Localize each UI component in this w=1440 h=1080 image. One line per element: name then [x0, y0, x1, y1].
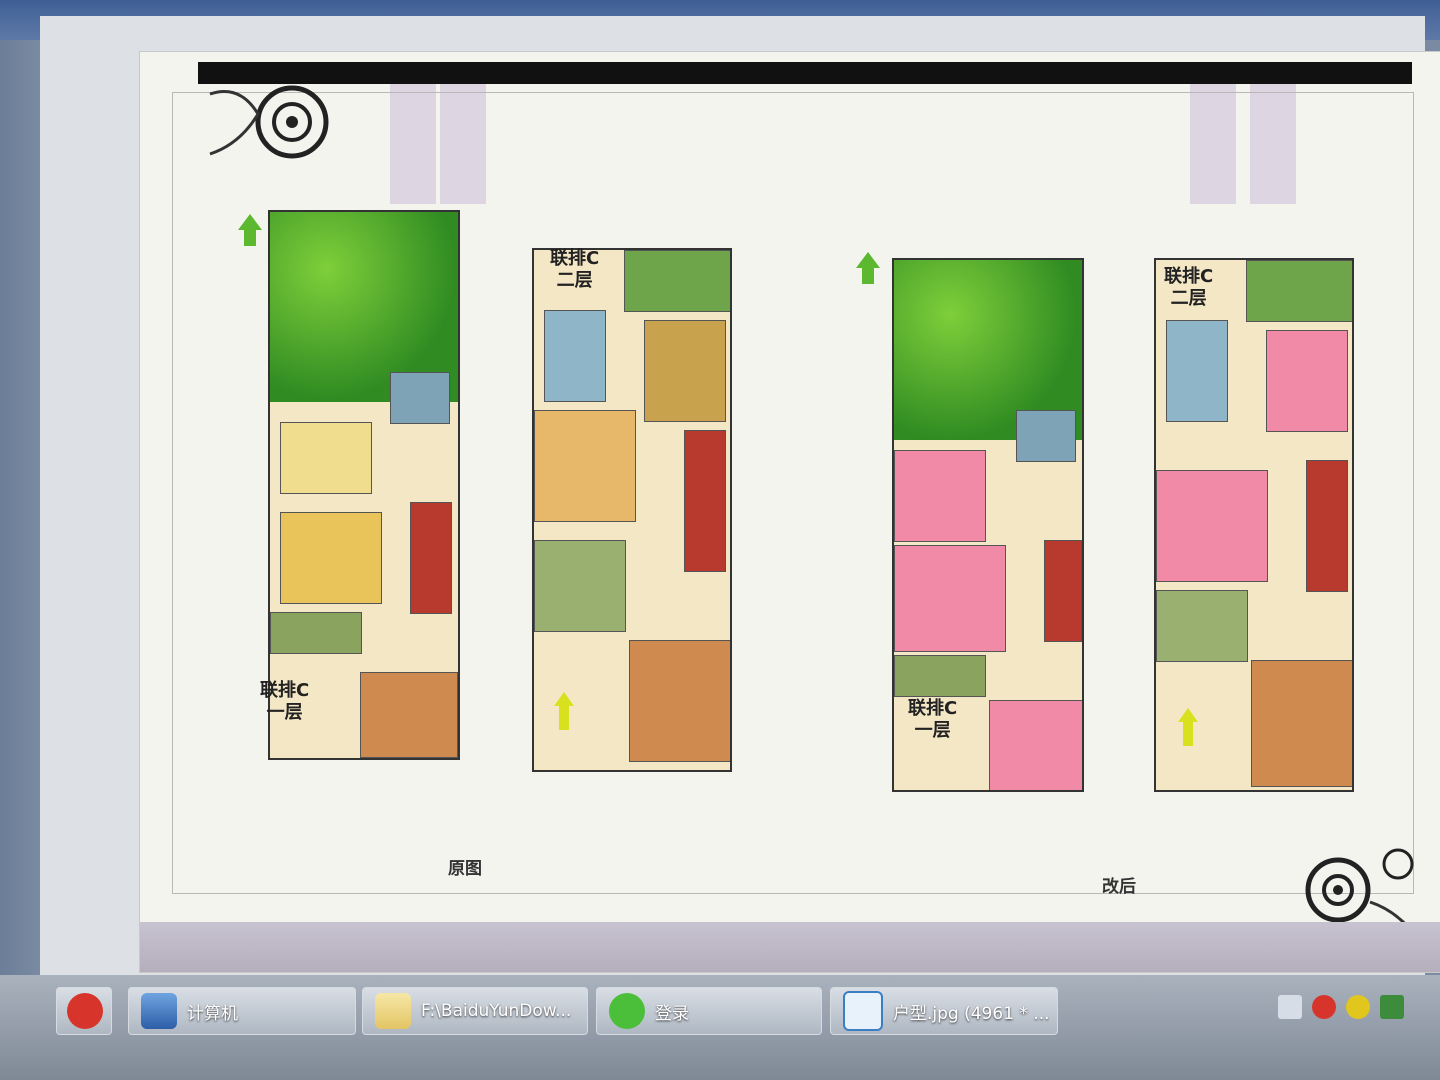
terrace	[894, 655, 986, 697]
netease-music-icon	[67, 993, 103, 1029]
study	[644, 320, 726, 422]
dining-room-highlight	[894, 450, 986, 542]
taskbar: 计算机 F:\BaiduYunDow... 登录 户型.jpg (4961 * …	[0, 975, 1440, 1080]
living-room	[280, 512, 382, 604]
north-arrow-icon	[244, 230, 256, 246]
staircase	[684, 430, 726, 572]
image-viewer-window: 联排C 一层 联排C 二层 联排C 一层	[40, 16, 1440, 980]
plan-title: 联排C 二层	[1164, 266, 1214, 309]
garden-area	[270, 212, 458, 402]
plan-title: 联排C 一层	[908, 698, 958, 741]
north-arrow-icon	[862, 268, 874, 284]
bathroom	[544, 310, 606, 402]
study-highlight	[1266, 330, 1348, 432]
taskbar-item-computer[interactable]: 计算机	[128, 987, 356, 1035]
balcony-garden	[624, 250, 730, 312]
balcony-garden	[1246, 260, 1352, 322]
floorplan-slide: 联排C 一层 联排C 二层 联排C 一层	[140, 52, 1440, 972]
slide-top-bar	[198, 62, 1412, 84]
kitchen	[390, 372, 450, 424]
bedroom	[629, 640, 730, 762]
terrace	[1156, 590, 1248, 662]
taskbar-item-wechat[interactable]: 登录	[596, 987, 822, 1035]
master-bedroom	[534, 410, 636, 522]
keyboard-icon[interactable]	[1278, 995, 1302, 1019]
folder-icon	[375, 993, 411, 1029]
floorplan-modified-first-floor	[892, 258, 1084, 792]
north-arrow-icon	[1183, 722, 1193, 746]
bedroom-highlight	[989, 700, 1082, 790]
add-icon[interactable]	[1346, 995, 1370, 1019]
taskbar-item-label: 登录	[655, 1003, 689, 1024]
caption-original: 原图	[448, 859, 482, 879]
decor-stripe	[390, 84, 436, 204]
taskbar-item-label: 户型.jpg (4961 * ...	[893, 1003, 1050, 1024]
north-arrow-icon	[554, 692, 574, 706]
system-tray	[1278, 995, 1404, 1019]
decor-stripe	[440, 84, 486, 204]
living-room-highlight	[894, 545, 1006, 652]
floorplan-original-first-floor	[268, 210, 460, 760]
computer-icon	[141, 993, 177, 1029]
swirl-ornament-top-left	[209, 85, 329, 159]
staircase	[1044, 540, 1082, 642]
decor-stripe	[1250, 84, 1296, 204]
staircase	[1306, 460, 1348, 592]
taskbar-item-image-viewer[interactable]: 户型.jpg (4961 * ...	[830, 987, 1058, 1035]
bedroom	[1251, 660, 1352, 787]
master-bedroom-highlight	[1156, 470, 1268, 582]
north-arrow-icon	[559, 706, 569, 730]
dining-room	[280, 422, 372, 494]
floorplan-original-second-floor	[532, 248, 732, 772]
plan-title: 联排C 二层	[550, 248, 600, 291]
kitchen	[1016, 410, 1076, 462]
app-tray-icon[interactable]	[1380, 995, 1404, 1019]
terrace	[534, 540, 626, 632]
north-arrow-icon	[1178, 708, 1198, 722]
netease-tray-icon[interactable]	[1312, 995, 1336, 1019]
plan-title: 联排C 一层	[260, 680, 310, 723]
floorplan-modified-second-floor	[1154, 258, 1354, 792]
image-viewer-icon	[843, 991, 883, 1031]
terrace	[270, 612, 362, 654]
north-arrow-icon	[238, 214, 262, 230]
bathroom	[1166, 320, 1228, 422]
slide-bottom-bar	[140, 922, 1440, 972]
wechat-icon	[609, 993, 645, 1029]
taskbar-item-label: F:\BaiduYunDow...	[421, 1001, 572, 1021]
start-button[interactable]	[56, 987, 112, 1035]
slide-frame	[172, 92, 1414, 894]
caption-modified: 改后	[1102, 877, 1136, 897]
taskbar-item-label: 计算机	[187, 1003, 238, 1024]
north-arrow-icon	[856, 252, 880, 268]
bedroom	[360, 672, 458, 758]
taskbar-item-folder[interactable]: F:\BaiduYunDow...	[362, 987, 588, 1035]
decor-stripe	[1190, 84, 1236, 204]
swirl-ornament-bottom-right	[1305, 848, 1422, 943]
staircase	[410, 502, 452, 614]
